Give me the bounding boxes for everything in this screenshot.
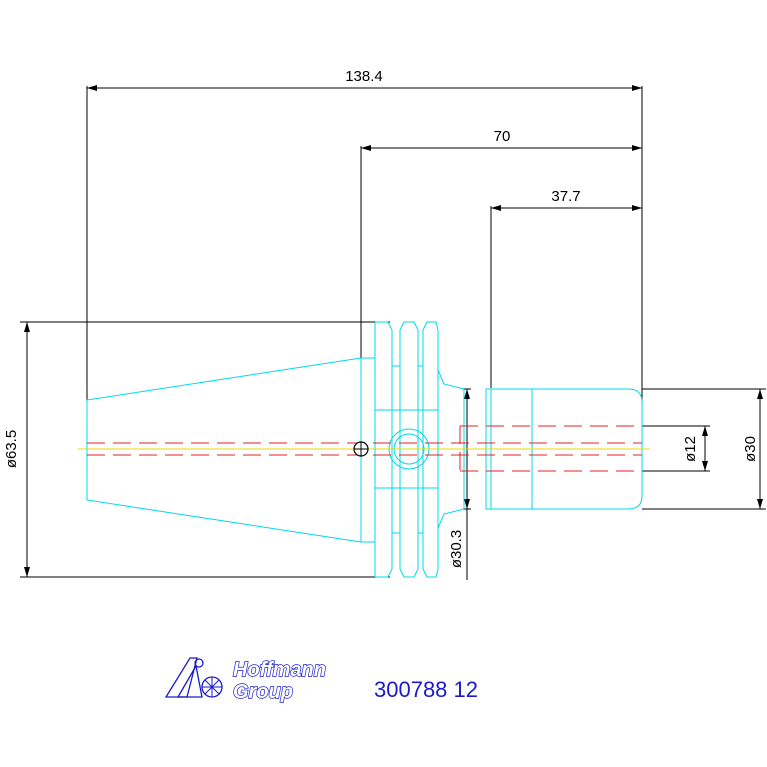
dim-flange-diameter: ø63.5 [3, 430, 20, 468]
dim-bore-diameter: ø12 [682, 436, 699, 462]
part-number: 300788 12 [374, 677, 478, 702]
logo-emblem-icon [164, 657, 223, 698]
logo-line-2: Group [233, 681, 293, 703]
dim-overall-length: 138.4 [345, 68, 383, 85]
dim-shank-length: 37.7 [551, 188, 580, 205]
dimension-arrows [24, 85, 763, 577]
dimension-lines [20, 86, 766, 580]
dim-shank-diameter: ø30 [742, 436, 759, 462]
logo-line-1: Hoffmann [233, 659, 326, 681]
hoffmann-group-logo: Hoffmann Group [164, 657, 327, 704]
dim-neck-diameter: ø30.3 [448, 530, 465, 568]
dim-gauge-length: 70 [494, 128, 511, 145]
gauge-point-marker [353, 441, 369, 457]
